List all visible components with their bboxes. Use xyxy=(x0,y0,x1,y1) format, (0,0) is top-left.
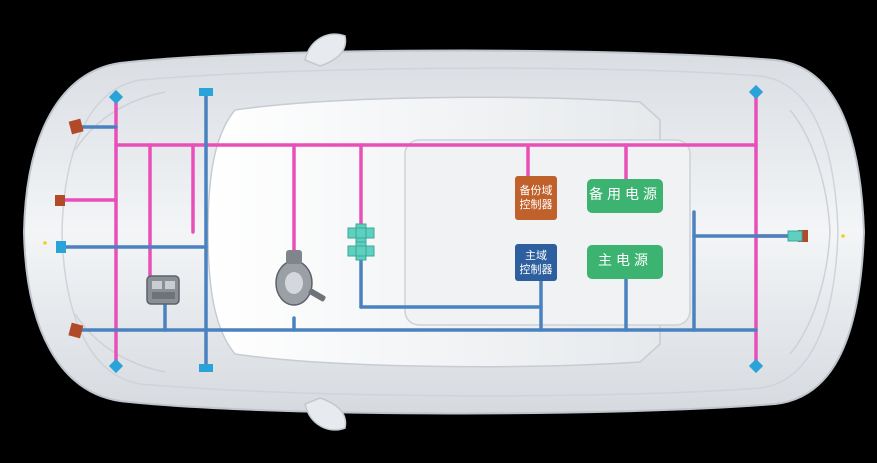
main-controller-line1: 主域 xyxy=(525,248,547,262)
marker-front xyxy=(43,241,47,245)
valves xyxy=(347,223,803,261)
main-power-label: 主电源 xyxy=(598,253,652,270)
main-network-wires xyxy=(58,90,802,368)
marker-rear xyxy=(841,234,845,238)
main-controller-line2: 控制器 xyxy=(519,262,553,276)
steering-booster xyxy=(275,250,326,306)
sensor-rear-bottom xyxy=(748,358,764,374)
sensor-front-bottom xyxy=(108,358,124,374)
main-power-supply: 主电源 xyxy=(587,245,663,279)
backup-power-supply: 备用电源 xyxy=(587,179,663,213)
actuator-front-top xyxy=(68,118,84,135)
actuator-rear xyxy=(798,230,808,242)
car-body xyxy=(22,33,866,431)
main-domain-controller: 主域 控制器 xyxy=(515,244,557,281)
backup-controller-line1: 备份域 xyxy=(519,184,553,198)
actuator-front-bottom xyxy=(68,322,84,339)
backup-domain-controller: 备份域 控制器 xyxy=(515,176,557,220)
valve-rear xyxy=(787,230,803,242)
valve-lower xyxy=(347,241,375,261)
actuator-front-mid xyxy=(55,195,65,206)
brake-module xyxy=(146,275,180,305)
sensor-bottom-post xyxy=(199,364,213,372)
sensor-top-post xyxy=(199,88,213,96)
backup-power-label: 备用电源 xyxy=(589,187,661,204)
backup-network-wires xyxy=(58,90,802,368)
backup-controller-line2: 控制器 xyxy=(519,198,553,211)
sensor-front-left xyxy=(56,241,66,253)
sensor-rear-top xyxy=(748,84,764,100)
actuators xyxy=(55,118,808,339)
